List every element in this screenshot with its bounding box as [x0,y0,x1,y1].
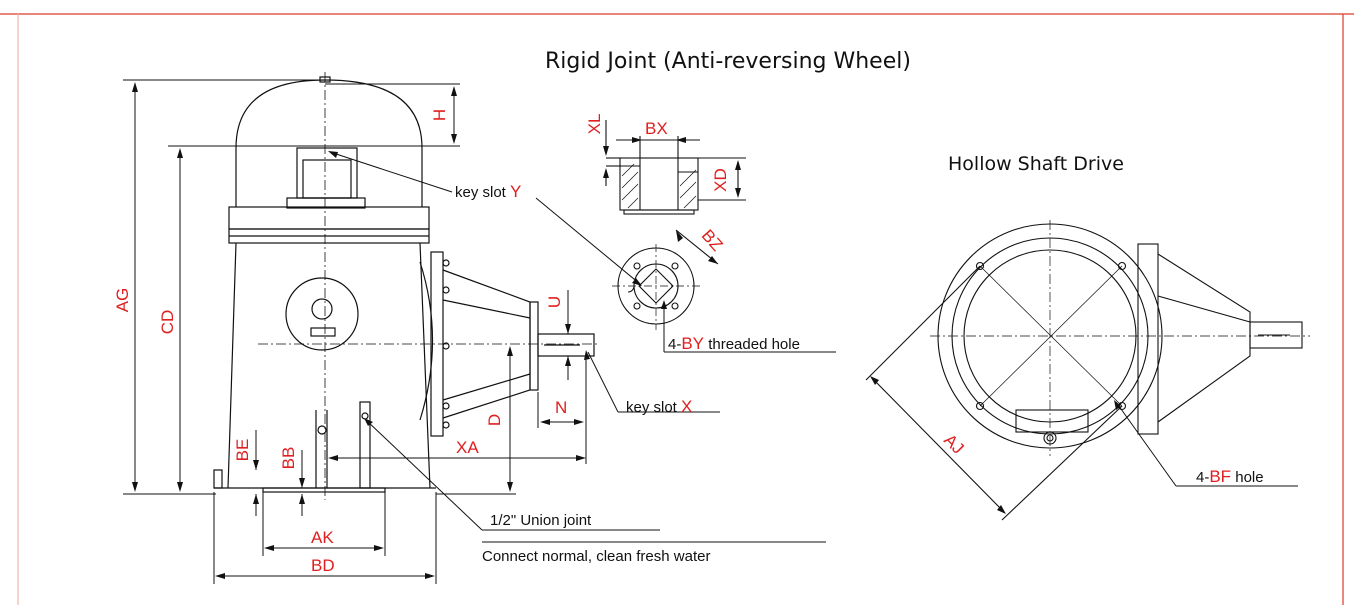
hollow-title: Hollow Shaft Drive [948,153,1124,175]
centerlines [258,72,600,500]
main-title: Rigid Joint (Anti-reversing Wheel) [545,49,911,74]
dim-n: N [555,398,567,417]
dim-cd: CD [158,310,177,335]
key-slot-y-label: key slot Y [455,182,521,201]
key-slot-x-label: key slot X [626,397,692,416]
bz-arrows [676,230,718,264]
coupling-section [605,120,746,215]
dim-u: U [545,296,564,308]
hollow-shaft-view [865,220,1310,521]
dim-xl: XL [585,114,604,135]
threaded-hole-label: 4-BY threaded hole [668,334,800,353]
dim-bd: BD [311,556,335,575]
dim-d: D [485,414,504,426]
dim-xa: XA [456,438,479,457]
dim-ag: AG [113,288,132,313]
water-note-label: Connect normal, clean fresh water [482,548,710,565]
leaders [329,151,1298,543]
dim-h: H [430,109,449,121]
union-joint-label: 1/2" Union joint [490,512,592,529]
dim-be: BE [233,439,252,462]
coupling-plan-view [612,229,719,330]
dim-xd: XD [711,168,730,192]
hole-label: 4-BF hole [1196,467,1264,486]
gearbox [419,251,595,437]
page-frame [0,13,1354,605]
coupling-arrows [603,137,741,198]
dimension-lines [123,79,587,584]
aj-arrows [870,376,1006,514]
dim-bx: BX [645,119,668,138]
dim-aj: AJ [940,430,967,457]
dim-bb: BB [279,447,298,470]
dimension-arrows [132,82,586,579]
dim-ak: AK [311,528,334,547]
